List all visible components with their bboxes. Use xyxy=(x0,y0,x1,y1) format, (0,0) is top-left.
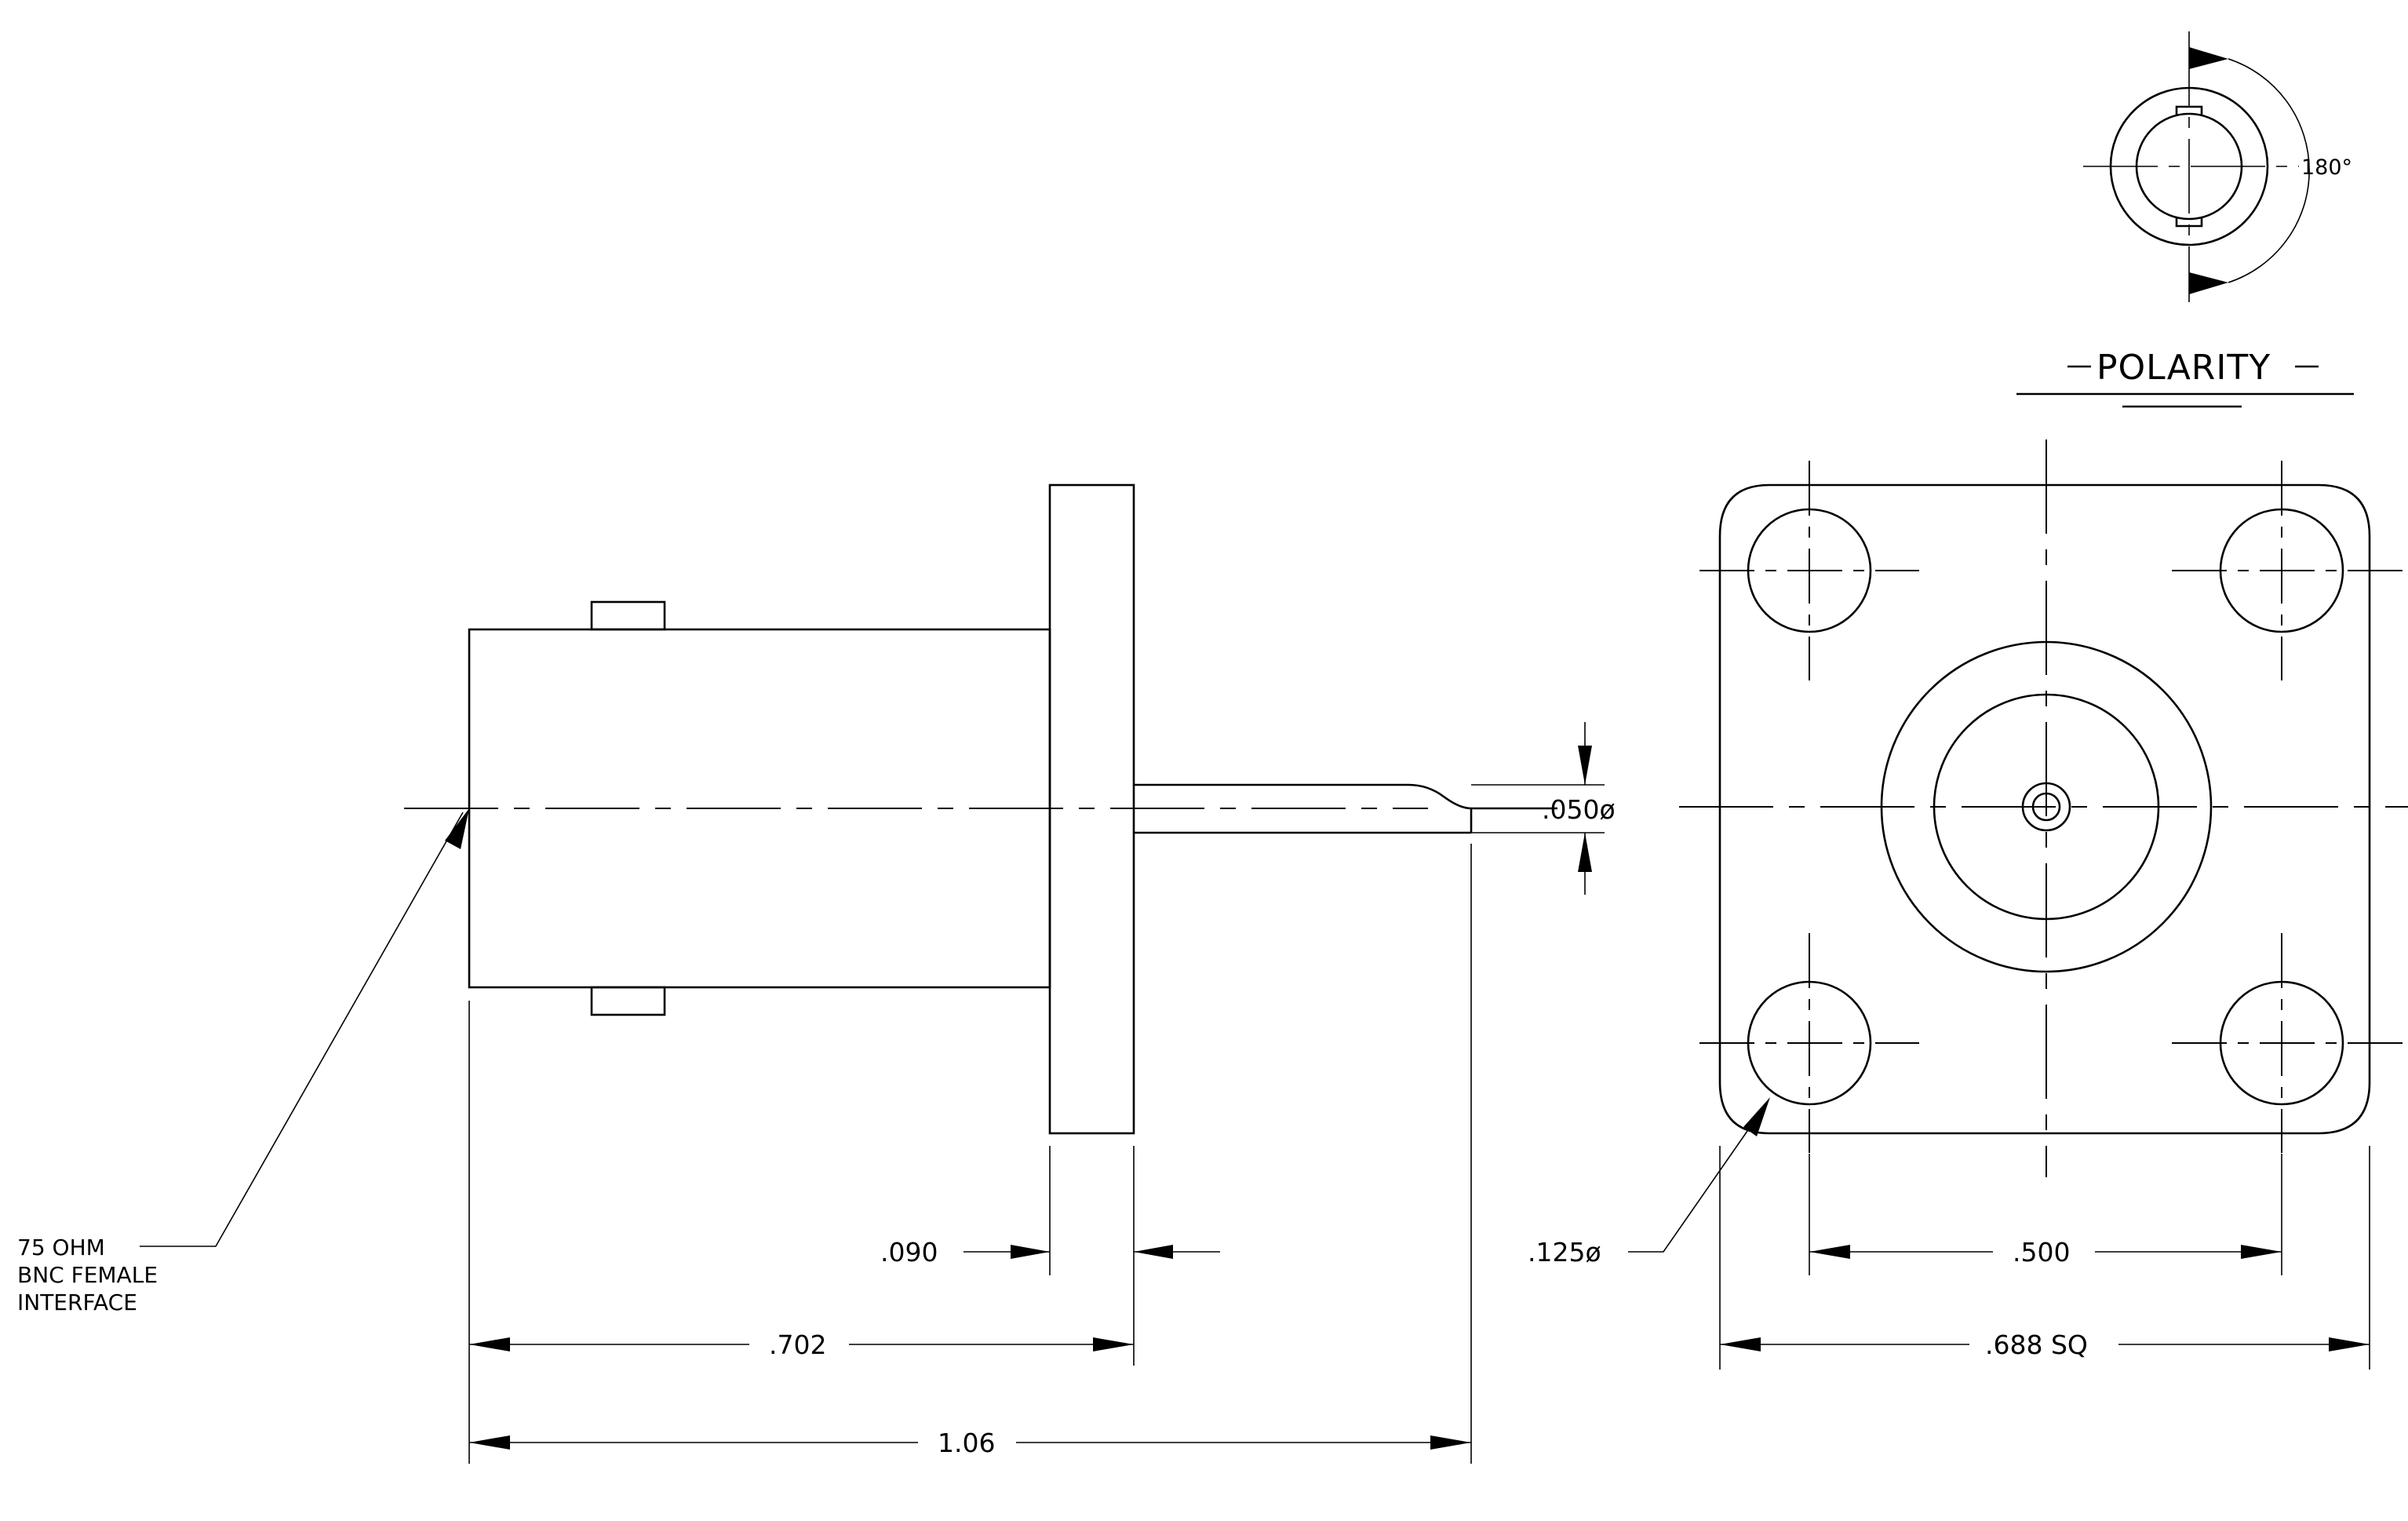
hole-spacing-dim: .500 xyxy=(1809,1237,2282,1268)
overall-length-label: 1.06 xyxy=(938,1428,995,1458)
hole-diameter-label: .125ø xyxy=(1528,1237,1601,1268)
front-extension-lines xyxy=(1719,1146,2370,1370)
flange-thickness-dim: .090 xyxy=(880,1237,1220,1268)
polarity-view: 180° xyxy=(2083,31,2352,302)
body-length-dim: .702 xyxy=(469,1330,1134,1360)
bayonet-lug-top xyxy=(590,600,666,631)
note-line-3: INTERFACE xyxy=(17,1289,137,1315)
front-view xyxy=(1679,440,2408,1177)
body-length-label: .702 xyxy=(769,1330,826,1360)
contact-pin xyxy=(1134,783,1557,834)
pin-diameter-label: .050ø xyxy=(1542,794,1616,825)
hole-diameter-dim: .125ø xyxy=(1528,1097,1770,1268)
interface-note: 75 OHM BNC FEMALE INTERFACE xyxy=(17,808,469,1315)
polarity-angle: 180° xyxy=(2301,155,2352,180)
flange-square-label: .688 SQ xyxy=(1985,1330,2088,1360)
hole-spacing-label: .500 xyxy=(2013,1237,2070,1268)
polarity-label: POLARITY xyxy=(2016,348,2354,408)
flange-square-dim: .688 SQ xyxy=(1720,1330,2370,1360)
bayonet-lug-bottom xyxy=(590,986,666,1016)
note-line-2: BNC FEMALE xyxy=(17,1262,158,1288)
flange-thickness-label: .090 xyxy=(880,1237,938,1268)
polarity-title: POLARITY xyxy=(2097,348,2271,388)
side-extension-lines xyxy=(468,844,1472,1464)
side-view xyxy=(404,483,1557,1135)
square-flange xyxy=(1718,483,2371,1135)
pin-diameter-dim: .050ø xyxy=(1471,722,1616,895)
overall-length-dim: 1.06 xyxy=(469,1428,1471,1458)
note-line-1: 75 OHM xyxy=(17,1235,105,1260)
